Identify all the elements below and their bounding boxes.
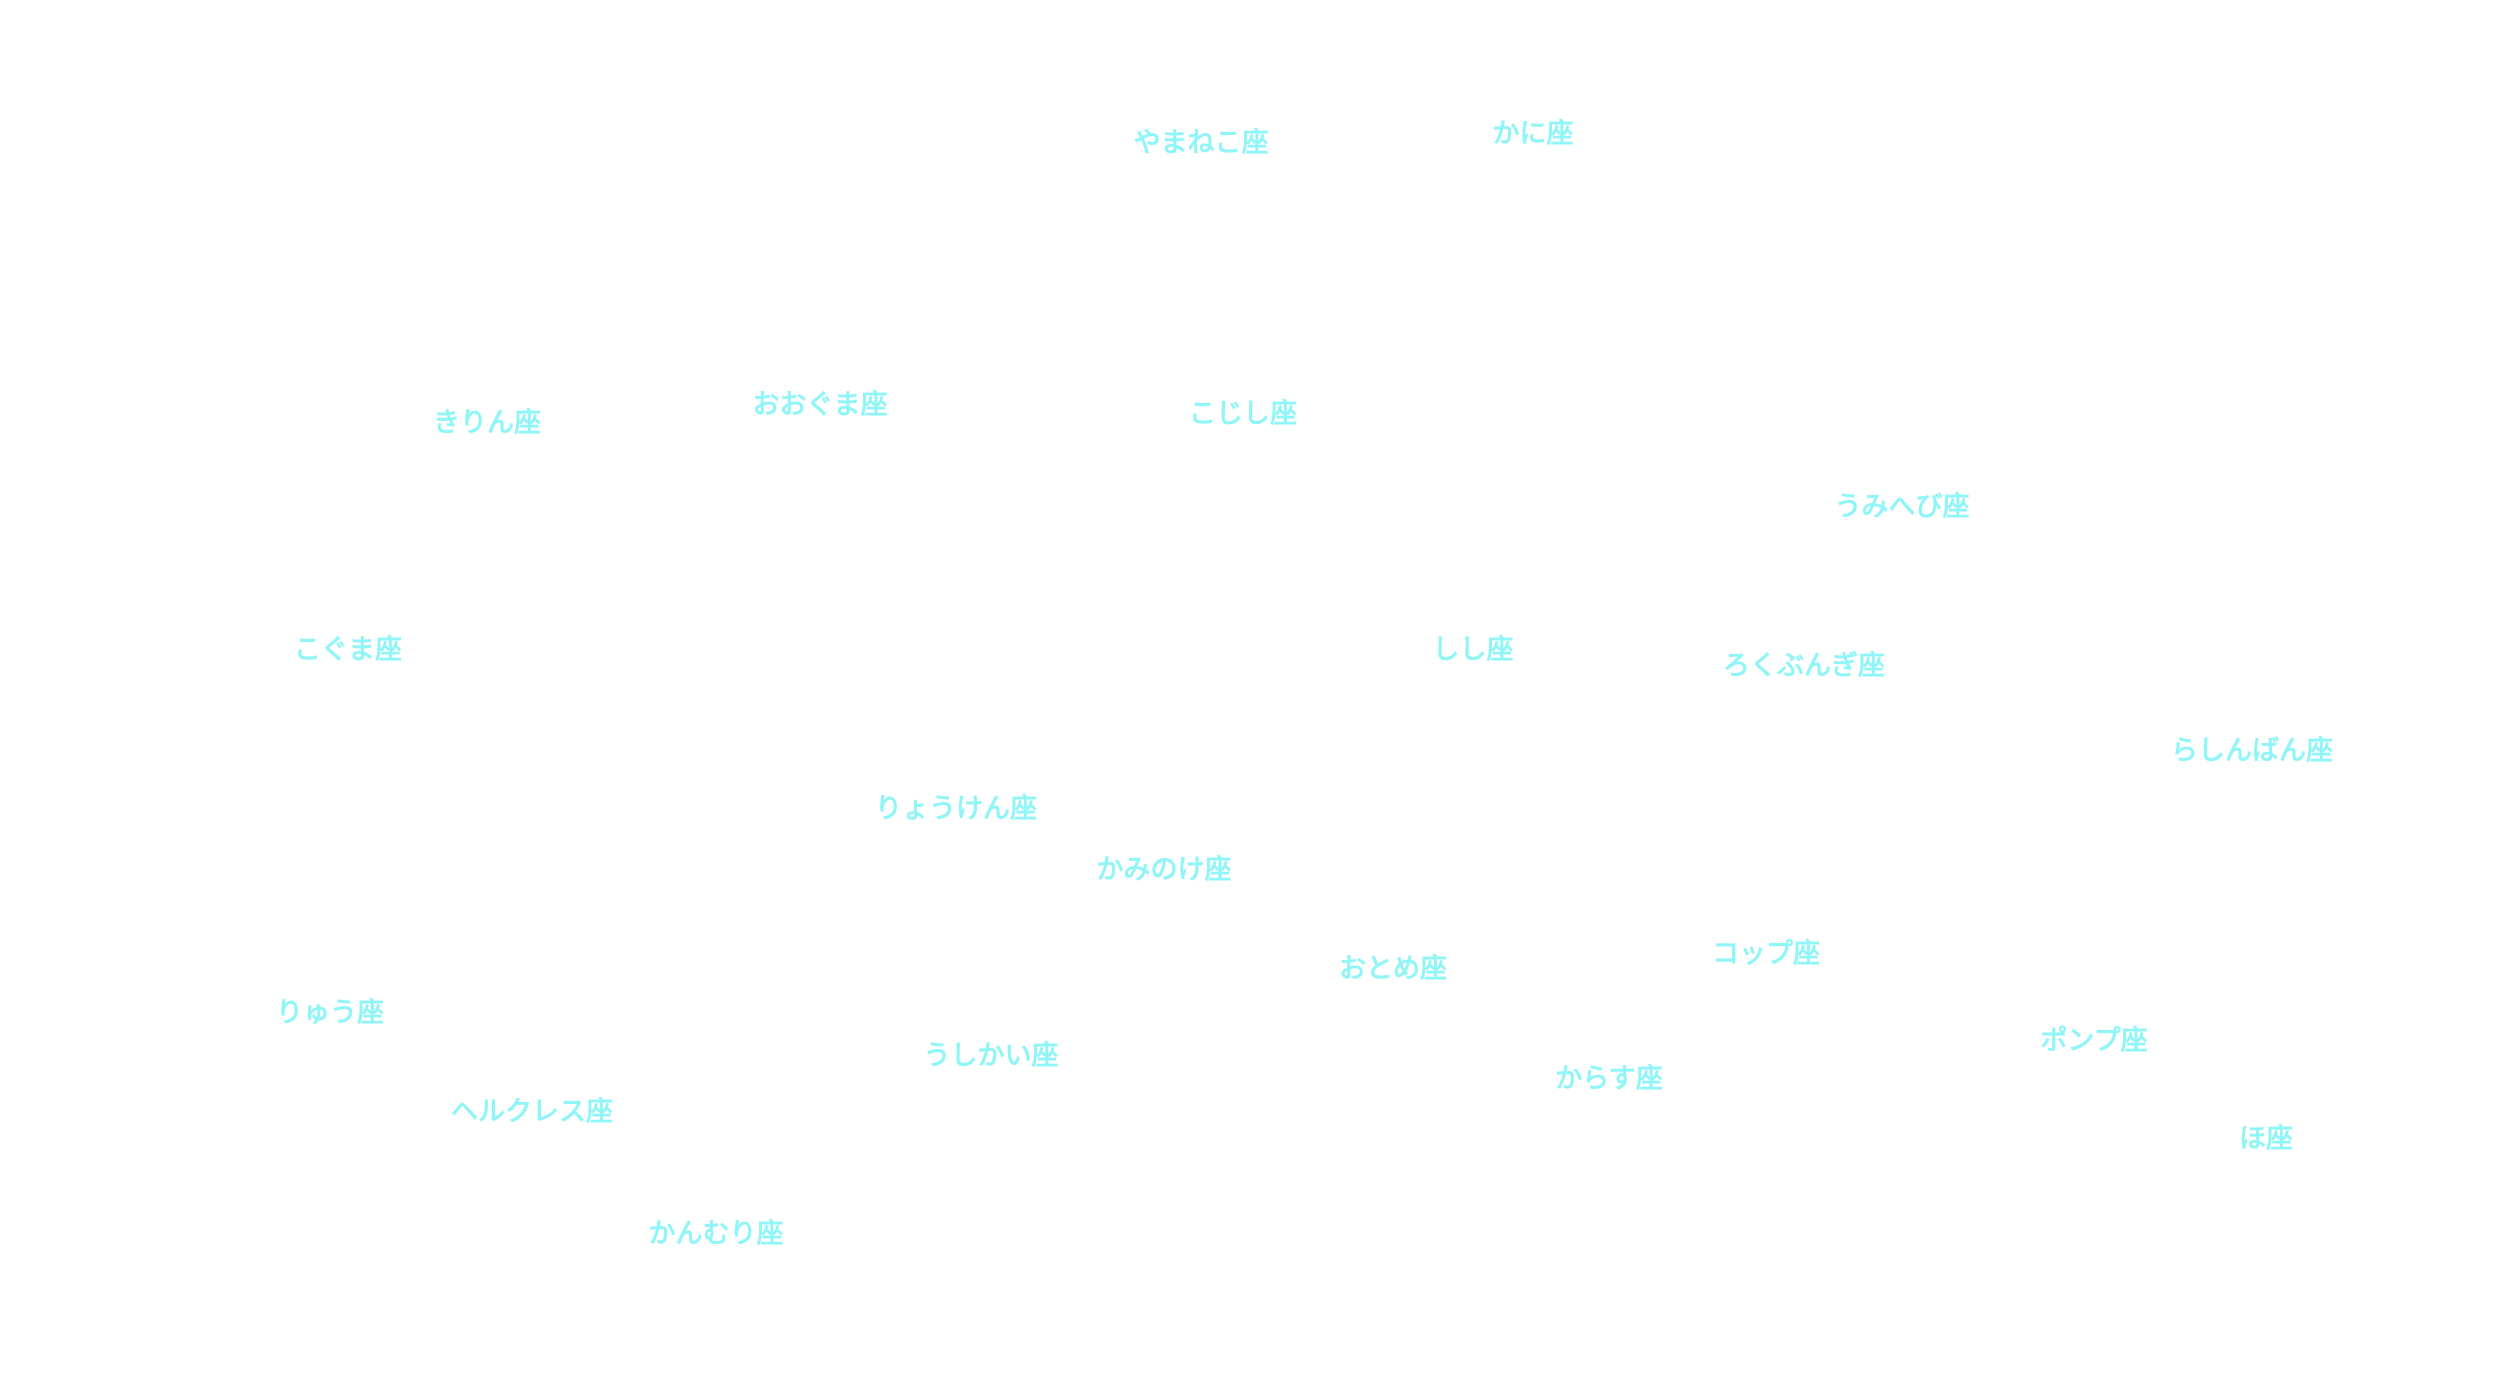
constellation-label-ryuu: りゅう座 [276,997,384,1029]
constellation-label-rashinban: らしんばん座 [2171,735,2333,767]
constellation-label-ho: ほ座 [2239,1123,2293,1155]
constellation-label-kanmuri: かんむり座 [648,1218,784,1250]
constellation-label-umihebi: うみへび座 [1834,491,1970,523]
constellation-label-ooguma: おおぐま座 [752,389,888,421]
constellation-label-rokubungi: ろくぶんぎ座 [1723,650,1885,682]
constellation-label-koppu: コップ座 [1712,938,1820,970]
constellation-label-kojishi: こじし座 [1189,398,1297,430]
constellation-label-shishi: しし座 [1432,634,1514,666]
constellation-label-kaminoke: かみのけ座 [1096,854,1232,886]
constellation-label-kani: かに座 [1492,118,1574,150]
constellation-label-ponpu: ポンプ座 [2040,1025,2148,1057]
constellation-label-karasu: からす座 [1555,1063,1663,1095]
constellation-label-ryouken: りょうけん座 [875,793,1037,825]
constellation-label-otome: おとめ座 [1339,953,1447,985]
constellation-label-kirin: きりん座 [433,407,541,439]
constellation-label-herukuresu: ヘルクレス座 [451,1096,613,1128]
constellation-label-yamaneko: やまねこ座 [1133,127,1269,159]
constellation-label-koguma: こぐま座 [294,634,402,666]
constellation-label-ushikai: うしかい座 [923,1040,1059,1072]
